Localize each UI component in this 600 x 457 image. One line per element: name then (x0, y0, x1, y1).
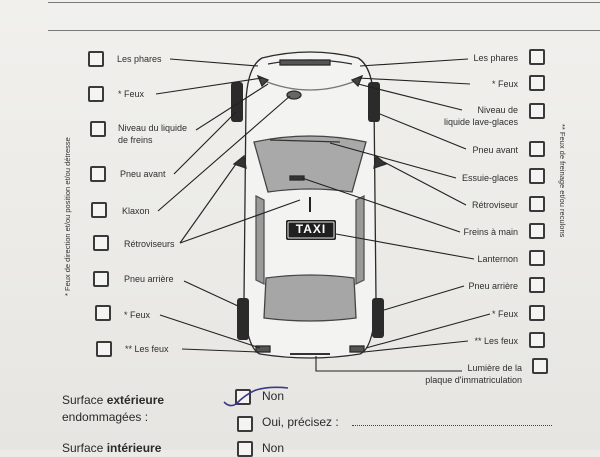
label-right-les-feux: ** Les feux (474, 336, 518, 346)
checkbox-right-freins-main[interactable] (529, 223, 545, 239)
surface-bold: extérieure (106, 393, 165, 407)
checkbox-right-lanternon[interactable] (529, 250, 545, 266)
checkbox-left-pneu-arriere[interactable] (93, 271, 109, 287)
checkbox-right-les-feux[interactable] (529, 332, 545, 348)
checkbox-right-pneu-avant[interactable] (529, 141, 545, 157)
label-right-freins-main: Freins à main (463, 227, 518, 237)
checkbox-left-pneu-avant[interactable] (90, 166, 106, 182)
checkbox-left-feux2[interactable] (95, 305, 111, 321)
section-rule (48, 30, 600, 31)
label-right-phares: Les phares (473, 53, 518, 63)
surface-exterieure-label: Surface extérieure (62, 393, 164, 407)
label-right-feux1: * Feux (491, 79, 518, 89)
option-interieure-non: Non (262, 441, 285, 455)
checkbox-left-frein[interactable] (90, 121, 106, 137)
label-right-pneu-avant: Pneu avant (472, 145, 518, 155)
label-right-lave: Niveau de liquide lave-glaces (443, 105, 518, 127)
checkbox-left-feux1[interactable] (88, 86, 104, 102)
checkbox-right-pneu-arriere[interactable] (529, 277, 545, 293)
checkbox-left-klaxon[interactable] (91, 202, 107, 218)
checkbox-right-retro[interactable] (529, 196, 545, 212)
label-right-plaque: Lumière de la plaque d'immatriculation (425, 363, 522, 385)
label-left-phares: Les phares (117, 54, 162, 64)
label-left-frein: Niveau du liquide de freins (118, 123, 188, 145)
checkbox-right-phares[interactable] (529, 49, 545, 65)
label-left-pneu-avant: Pneu avant (120, 169, 166, 179)
surface-prefix: Surface (62, 393, 107, 407)
checkbox-interieure-non[interactable] (237, 441, 253, 457)
checkbox-left-retro[interactable] (93, 235, 109, 251)
surface-exterieure-label-line2: endommagées : (62, 410, 149, 424)
checkmark-handwritten (223, 386, 289, 407)
checkbox-right-plaque[interactable] (532, 358, 548, 374)
label-left-les-feux: ** Les feux (125, 344, 169, 354)
label-right-pneu-arriere: Pneu arrière (468, 281, 518, 291)
label-right-lanternon: Lanternon (477, 254, 518, 264)
label-left-klaxon: Klaxon (122, 206, 150, 216)
surface-int-prefix: Surface (62, 441, 107, 455)
checkbox-oui[interactable] (237, 416, 253, 432)
label-left-pneu-arriere: Pneu arrière (124, 274, 174, 284)
label-right-retro: Rétroviseur (471, 200, 518, 210)
label-left-feux2: * Feux (124, 310, 151, 320)
option-non: Non (262, 389, 285, 403)
checkbox-right-lave[interactable] (529, 103, 545, 119)
label-right-feux2: * Feux (491, 309, 518, 319)
checkbox-right-feux1[interactable] (529, 75, 545, 91)
label-right-essuie: Essuie-glaces (461, 173, 518, 183)
precisez-line (352, 424, 552, 426)
checkbox-left-phares[interactable] (88, 51, 104, 67)
checkbox-left-les-feux[interactable] (96, 341, 112, 357)
checkbox-right-feux2[interactable] (529, 305, 545, 321)
surface-interieure-label: Surface intérieure (62, 441, 161, 455)
taxi-sign-text: TAXI (295, 222, 327, 236)
surface-int-bold: intérieure (106, 441, 162, 455)
label-left-feux1: * Feux (118, 89, 145, 99)
top-rule (48, 2, 600, 3)
option-oui-precisez: Oui, précisez : (262, 415, 339, 429)
label-left-retro: Rétroviseurs (124, 239, 175, 249)
checkbox-right-essuie[interactable] (529, 168, 545, 184)
